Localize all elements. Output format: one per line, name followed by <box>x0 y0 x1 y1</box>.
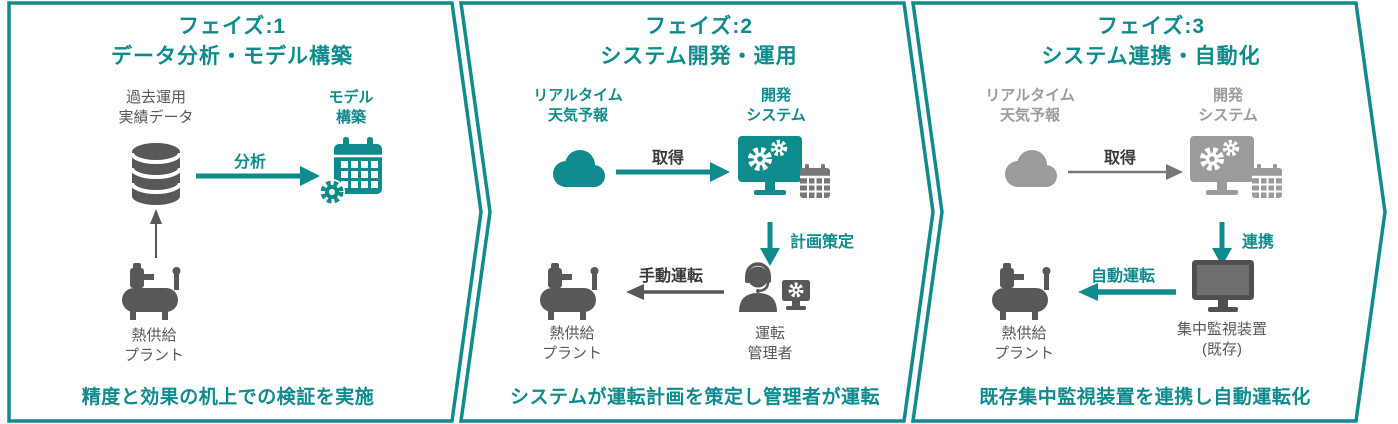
acquire-arrow <box>1068 164 1183 180</box>
phase2-chevron-shape <box>458 1 935 423</box>
mini-calendar-icon <box>800 164 830 198</box>
acquire-arrow-label: 取得 <box>651 150 684 167</box>
plant-label: 熱供給 プラント <box>123 327 184 364</box>
phase1-panel: フェイズ:1 データ分析・モデル構築 過去運用 実績データ モデル 構築 分析 <box>6 0 484 424</box>
heat-plant-icon <box>118 262 192 322</box>
plan-arrow-label: 計画策定 <box>790 234 855 251</box>
weather-cloud-icon <box>998 146 1060 192</box>
phase1-title: フェイズ:1 <box>177 15 287 38</box>
acquire-arrow <box>616 162 730 182</box>
plant-label: 熱供給 プラント <box>993 325 1054 362</box>
auto-drive-arrow <box>1078 283 1176 301</box>
weather-label: リアルタイム 天気予報 <box>985 87 1075 124</box>
phase1-caption: 精度と効果の机上での検証を実施 <box>81 387 375 408</box>
dev-system-label: 開発 システム <box>746 87 806 124</box>
auto-arrow-label: 自動運転 <box>1090 268 1155 285</box>
database-icon <box>128 140 184 208</box>
phase2-title: フェイズ:2 <box>644 15 754 38</box>
analyze-arrow-label: 分析 <box>233 154 266 171</box>
plan-arrow <box>760 222 780 266</box>
phase3-panel: フェイズ:3 システム連携・自動化 リアルタイム 天気予報 取得 開発 システム… <box>910 0 1388 424</box>
phase3-subtitle: システム連携・自動化 <box>1041 45 1261 68</box>
past-data-label: 過去運用 実績データ <box>118 89 194 126</box>
weather-cloud-icon <box>546 146 608 192</box>
acquire-arrow-label: 取得 <box>1103 150 1136 167</box>
calendar-gear-icon <box>318 134 386 208</box>
link-arrow <box>1212 222 1232 266</box>
phase1-chevron-shape <box>7 1 483 423</box>
phase1-subtitle: データ分析・モデル構築 <box>111 45 353 68</box>
phase3-chevron-shape <box>910 1 1387 423</box>
plant-label: 熱供給 プラント <box>541 325 602 362</box>
mini-calendar-icon <box>1252 164 1282 198</box>
dev-system-label: 開発 システム <box>1198 87 1258 124</box>
phase2-caption: システムが運転計画を策定し管理者が運転 <box>510 387 880 408</box>
heat-plant-icon <box>988 262 1062 322</box>
phase3-title: フェイズ:3 <box>1096 15 1206 38</box>
dev-system-icon <box>1188 134 1284 216</box>
phase2-subtitle: システム開発・運用 <box>600 45 798 68</box>
phase2-panel: フェイズ:2 システム開発・運用 リアルタイム 天気予報 取得 開発 システム … <box>458 0 936 424</box>
operator-headset-icon <box>732 262 812 322</box>
manual-drive-arrow <box>626 284 724 300</box>
heat-plant-icon <box>536 262 610 322</box>
manual-arrow-label: 手動運転 <box>638 268 703 285</box>
analyze-arrow <box>196 166 320 186</box>
phase3-caption: 既存集中監視装置を連携し自動運転化 <box>979 387 1311 408</box>
central-monitor-icon <box>1190 258 1256 314</box>
central-monitor-label: 集中監視装置 (既存) <box>1176 321 1267 358</box>
operator-label: 運転 管理者 <box>747 325 793 362</box>
model-build-label: モデル 構築 <box>328 89 374 126</box>
plant-to-data-arrow <box>150 209 162 258</box>
link-arrow-label: 連携 <box>1242 234 1275 251</box>
weather-label: リアルタイム 天気予報 <box>533 87 623 124</box>
dev-system-icon <box>736 134 832 216</box>
